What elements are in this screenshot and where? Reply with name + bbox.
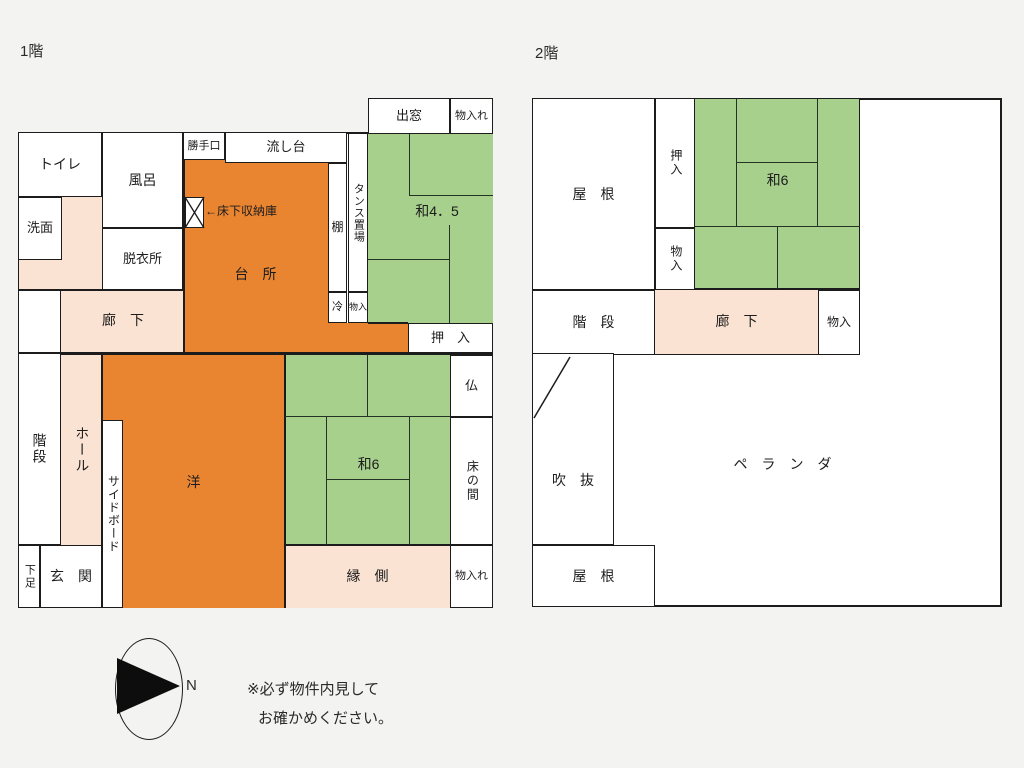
kitchen-area (183, 160, 328, 323)
tatami-line (448, 225, 450, 323)
tatami-6-2f-label: 和6 (766, 172, 789, 189)
unlabeled-room (18, 290, 61, 353)
tatami-line (695, 225, 860, 227)
tatami-line (366, 355, 368, 417)
bay-window: 出窓 (368, 98, 450, 134)
butsudan-alcove: 仏 (450, 355, 493, 417)
stairs-2f: 階 段 (532, 290, 655, 355)
kitchen-door: 勝手口 (183, 132, 225, 160)
veranda-label: ペ ラ ン ダ (733, 456, 832, 473)
tatami-line (285, 415, 450, 417)
hall-upper-strip (62, 197, 102, 290)
tatami-line (737, 161, 818, 163)
compass-north-label: N (186, 677, 197, 694)
tokonoma-alcove: 床の間 (450, 417, 493, 545)
wall (285, 543, 450, 546)
sideboard: サイドボード (102, 420, 123, 608)
underfloor-storage-label: ←床下収納庫 (205, 204, 278, 219)
shelf: 棚 (328, 163, 347, 292)
washstand: 洗面 (18, 197, 62, 260)
tatami-line (327, 478, 410, 480)
wall (858, 99, 860, 290)
corridor-1f-label: 廊 下 (102, 312, 144, 329)
sink-counter: 流し台 (225, 132, 347, 163)
tatami-4-5-room (368, 133, 493, 323)
hall-1f-label: ホール (74, 426, 91, 474)
western-room-label: 洋 (186, 474, 201, 491)
wall (655, 353, 860, 355)
note-line1: ※必ず物件内見して (247, 681, 380, 698)
wall (18, 289, 185, 291)
floor2-title: 2階 (535, 45, 559, 62)
wall (368, 321, 408, 324)
wall (183, 158, 185, 355)
tatami-4-5-label: 和4．5 (415, 203, 459, 220)
hall-1f (61, 353, 102, 545)
toilet: トイレ (18, 132, 102, 197)
wall (284, 353, 286, 608)
tatami-line (408, 133, 410, 196)
tansu-space: タンス置場 (348, 133, 368, 292)
dressing-room: 脱衣所 (102, 228, 183, 290)
roof-top-left: 屋 根 (532, 98, 655, 290)
engawa-veranda (285, 545, 450, 608)
void-fukinuke (532, 353, 614, 545)
oshiire-closet-2f: 押入 (655, 98, 695, 228)
kitchen-label: 台 所 (234, 266, 277, 283)
corridor-2f (655, 290, 818, 355)
closet-right-2f: 物入 (818, 290, 860, 355)
tatami-line (816, 99, 818, 227)
note-line2: お確かめください。 (258, 710, 394, 727)
bath: 風呂 (102, 132, 183, 228)
tatami-6-1f-label: 和6 (357, 456, 380, 473)
hall-upper-ext (19, 260, 62, 290)
geta-shoe-space: 下足 (18, 545, 40, 608)
corridor-1f (61, 290, 185, 353)
fridge-space: 冷 (328, 292, 347, 323)
tatami-line (735, 99, 737, 227)
tatami-line (776, 227, 778, 289)
roof-bottom-left: 屋 根 (532, 545, 655, 607)
wall (18, 352, 493, 355)
kitchen-area-lower (183, 323, 408, 353)
tatami-line (409, 194, 493, 196)
tatami-line (408, 417, 410, 545)
compass-needle-icon (117, 658, 180, 714)
closet-small: 物入 (348, 292, 368, 323)
compass-circle (115, 638, 183, 740)
void-label: 吹 抜 (552, 472, 594, 489)
engawa-label: 縁 側 (346, 568, 389, 585)
stairs-1f: 階段 (18, 353, 61, 545)
tatami-line (325, 417, 327, 545)
oshiire-closet-1f: 押 入 (408, 323, 493, 353)
corridor-2f-label: 廊 下 (715, 313, 758, 330)
tatami-line (368, 258, 450, 260)
entrance-genkan: 玄 関 (40, 545, 102, 608)
closet-back-right: 物入れ (450, 545, 493, 608)
floor1-title: 1階 (20, 43, 44, 60)
western-room (102, 353, 285, 608)
closet-top-right: 物入れ (450, 98, 493, 134)
closet-left-2f: 物入 (655, 228, 695, 290)
